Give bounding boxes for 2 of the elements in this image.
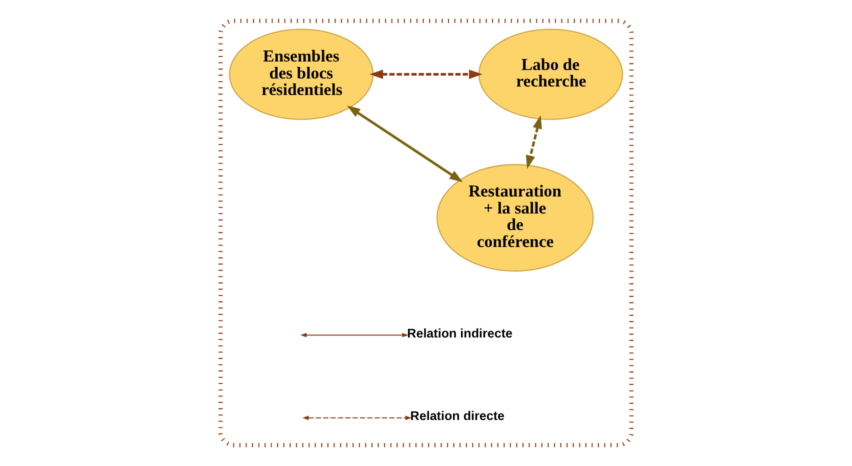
legend-label: Relation indirecte — [407, 326, 513, 340]
legend-label: Relation directe — [410, 409, 505, 424]
